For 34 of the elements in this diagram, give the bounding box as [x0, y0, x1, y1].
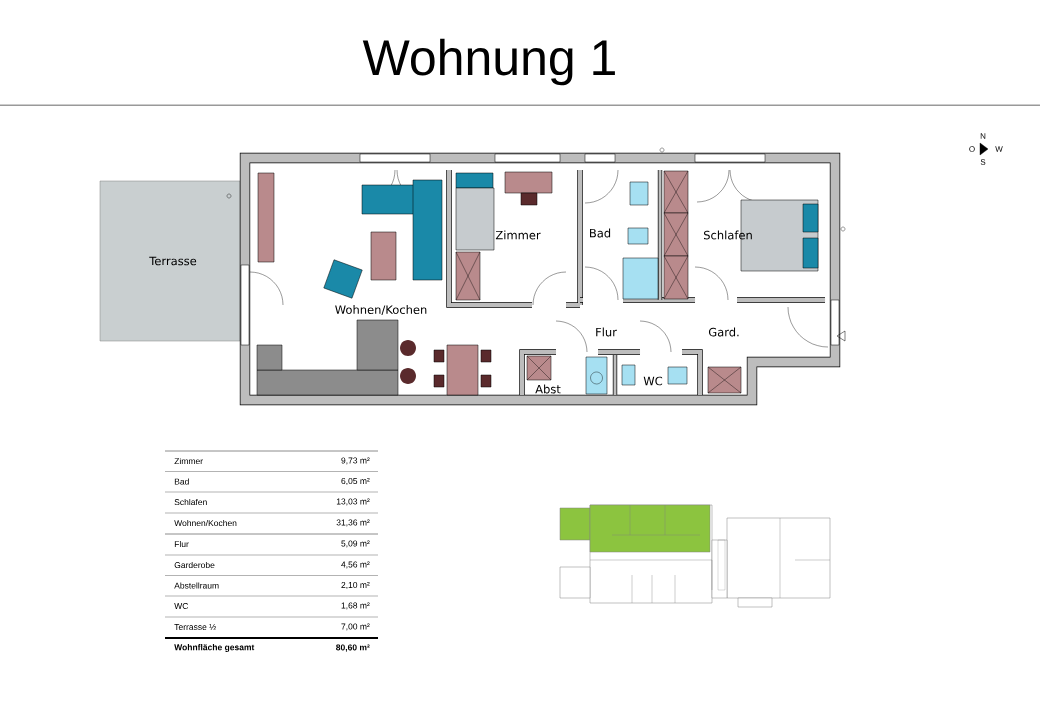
table-cell: 4,56 m²: [341, 561, 370, 569]
compass-letter: W: [995, 146, 1003, 152]
table-cell: 31,36 m²: [336, 519, 370, 527]
table-cell: Schlafen: [174, 498, 207, 506]
room-label: Abst: [535, 384, 561, 394]
table-cell: 9,73 m²: [341, 457, 370, 465]
room-label: Gard.: [708, 327, 739, 337]
room-label: Bad: [590, 228, 611, 238]
table-cell: 80,60 m²: [336, 644, 370, 652]
table-cell: Flur: [174, 540, 189, 548]
table-cell: WC: [174, 603, 189, 609]
table-cell: Zimmer: [174, 457, 203, 465]
room-label: Zimmer: [495, 230, 541, 240]
table-cell: 13,03 m²: [336, 498, 370, 506]
compass-letter: S: [980, 159, 986, 165]
table-cell: 2,10 m²: [341, 582, 370, 589]
room-label: Wohnen/Kochen: [335, 305, 427, 315]
room-label: WC: [643, 376, 663, 386]
table-cell: Terrasse ½: [174, 624, 216, 630]
table-cell: 6,05 m²: [341, 478, 370, 485]
room-label: Schlafen: [704, 230, 752, 240]
table-cell: Wohnen/Kochen: [174, 519, 237, 527]
table-cell: 7,00 m²: [341, 623, 370, 631]
room-label: Flur: [596, 327, 617, 337]
table-cell: 5,09 m²: [341, 540, 370, 548]
title: Wohnung 1: [362, 38, 615, 86]
compass-letter: N: [980, 133, 986, 139]
table-cell: 1,68 m²: [341, 602, 370, 610]
table-cell: Wohnfläche gesamt: [174, 644, 255, 652]
compass-letter: O: [969, 146, 975, 152]
room-label: Terrasse: [149, 256, 197, 266]
table-cell: Abstellraum: [174, 582, 219, 589]
table-cell: Bad: [174, 478, 189, 485]
table-cell: Garderobe: [174, 561, 215, 569]
